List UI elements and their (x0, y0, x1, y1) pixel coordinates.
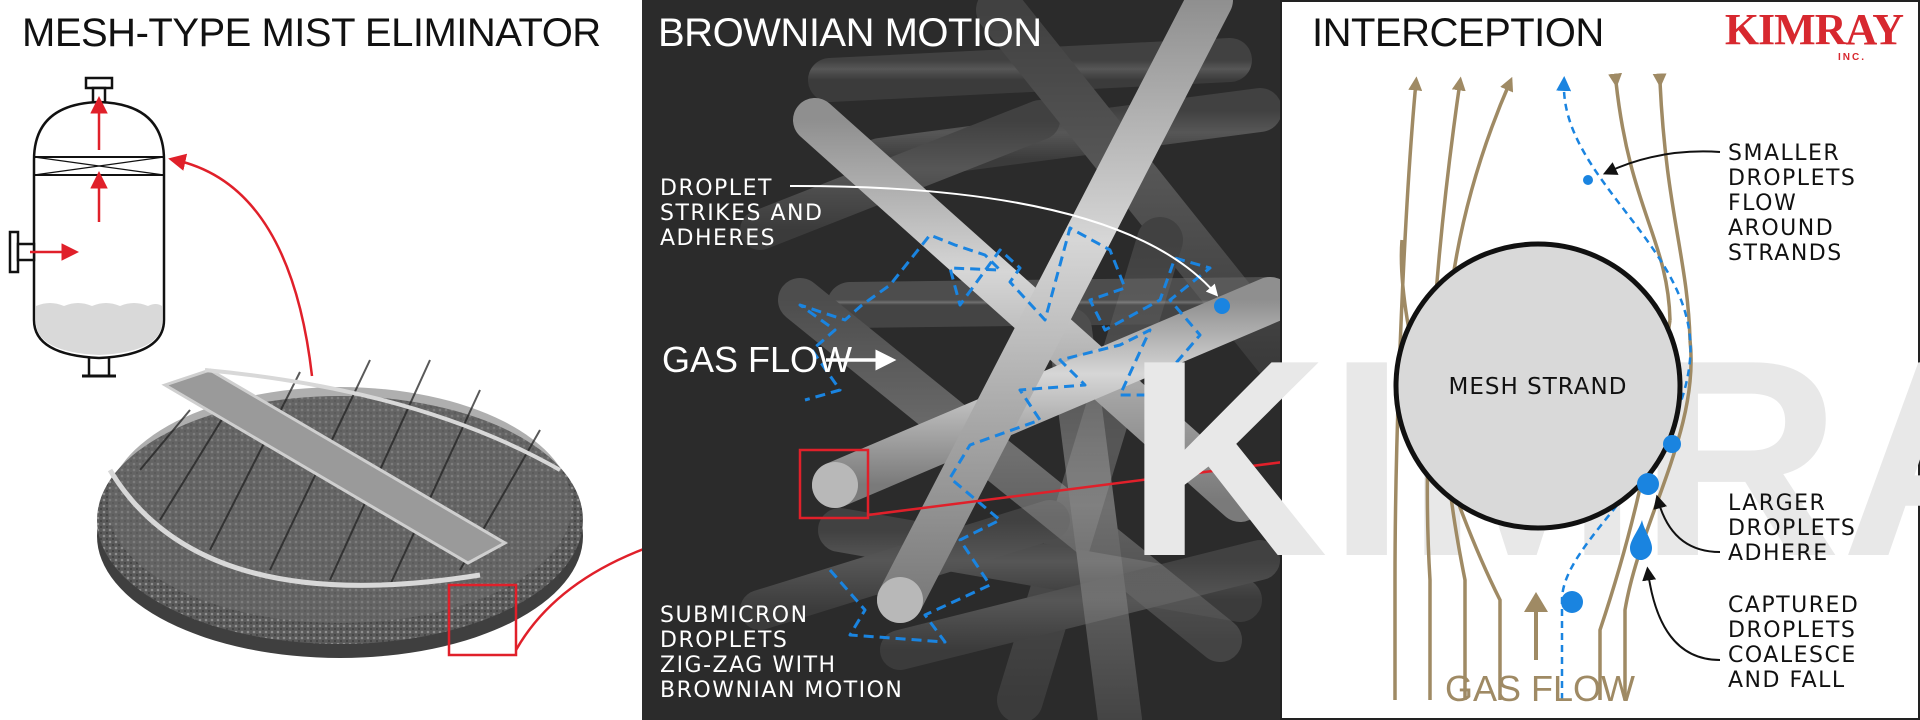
left-panel: MESH-TYPE MIST ELIMINATOR (8, 11, 738, 658)
smaller-droplets-arrow (1602, 150, 1721, 175)
droplet-icon (1663, 435, 1681, 453)
svg-text:SUBMICRON: SUBMICRON (660, 603, 809, 628)
middle-gas-flow-label: GAS FLOW (662, 339, 852, 380)
droplet-icon (1214, 298, 1230, 314)
svg-text:KIMRAY: KIMRAY (1725, 5, 1903, 54)
mesh-to-vessel-arrow (168, 153, 314, 377)
svg-text:STRIKES AND: STRIKES AND (660, 201, 823, 226)
captured-droplets-arrow (1642, 566, 1721, 661)
brownian-zigzag-path (798, 226, 1212, 644)
svg-text:ZIG-ZAG WITH: ZIG-ZAG WITH (660, 653, 837, 678)
svg-text:DROPLETS: DROPLETS (660, 628, 788, 653)
droplet-icon (1630, 520, 1652, 560)
mesh-strand-circle (1393, 241, 1683, 531)
svg-text:FLOW: FLOW (1728, 191, 1797, 216)
svg-text:ADHERE: ADHERE (1728, 541, 1829, 566)
left-panel-title: MESH-TYPE MIST ELIMINATOR (22, 11, 601, 55)
arrow-up-icon-head (1524, 592, 1548, 612)
middle-panel: BROWNIAN MOTION DROPLET STRIKES AND ADHE… (642, 0, 1345, 720)
fiber-rods (740, 0, 1280, 720)
svg-text:AROUND: AROUND (1728, 216, 1834, 241)
svg-text:LARGER: LARGER (1728, 491, 1826, 516)
svg-text:SMALLER: SMALLER (1728, 141, 1840, 166)
svg-text:INC.: INC. (1838, 52, 1866, 63)
droplet-strikes-arrow (789, 184, 1219, 297)
strand-zoom-arrow (867, 447, 1345, 517)
svg-text:DROPLETS: DROPLETS (1728, 516, 1856, 541)
svg-text:CAPTURED: CAPTURED (1728, 593, 1859, 618)
mesh-strand-label: MESH STRAND (1449, 374, 1628, 400)
mesh-pad-image (97, 359, 583, 658)
small-droplet-path (1556, 76, 1692, 700)
svg-text:ADHERES: ADHERES (660, 226, 776, 251)
droplet-icon (1637, 473, 1659, 495)
right-gas-flow-label: GAS FLOW (1445, 668, 1635, 709)
right-panel-title: INTERCEPTION (1312, 11, 1604, 55)
right-panel: KIMRAY MESH STRAND INTERCEPTION KIMRAY I… (1126, 0, 1920, 720)
middle-panel-title: BROWNIAN MOTION (658, 11, 1042, 55)
captured-droplets-label: CAPTURED DROPLETS COALESCE AND FALL (1728, 593, 1859, 693)
svg-text:STRANDS: STRANDS (1728, 241, 1843, 266)
larger-droplets-arrow (1653, 494, 1721, 553)
submicron-label: SUBMICRON DROPLETS ZIG-ZAG WITH BROWNIAN… (660, 603, 903, 703)
svg-text:DROPLETS: DROPLETS (1728, 618, 1856, 643)
droplets (1561, 175, 1681, 613)
strand-zoom-box (798, 448, 870, 520)
vessel-icon (8, 76, 166, 378)
svg-text:AND FALL: AND FALL (1728, 668, 1846, 693)
smaller-droplets-label: SMALLER DROPLETS FLOW AROUND STRANDS (1728, 141, 1856, 266)
svg-text:DROPLETS: DROPLETS (1728, 166, 1856, 191)
droplet-icon (1561, 591, 1583, 613)
kimray-logo: KIMRAY INC. (1725, 5, 1904, 63)
droplet-icon (1583, 175, 1593, 185)
svg-text:COALESCE: COALESCE (1728, 643, 1857, 668)
droplet-strikes-label: DROPLET STRIKES AND ADHERES (660, 176, 823, 251)
svg-text:BROWNIAN MOTION: BROWNIAN MOTION (660, 678, 903, 703)
svg-text:DROPLET: DROPLET (660, 176, 773, 201)
larger-droplets-label: LARGER DROPLETS ADHERE (1728, 491, 1856, 566)
